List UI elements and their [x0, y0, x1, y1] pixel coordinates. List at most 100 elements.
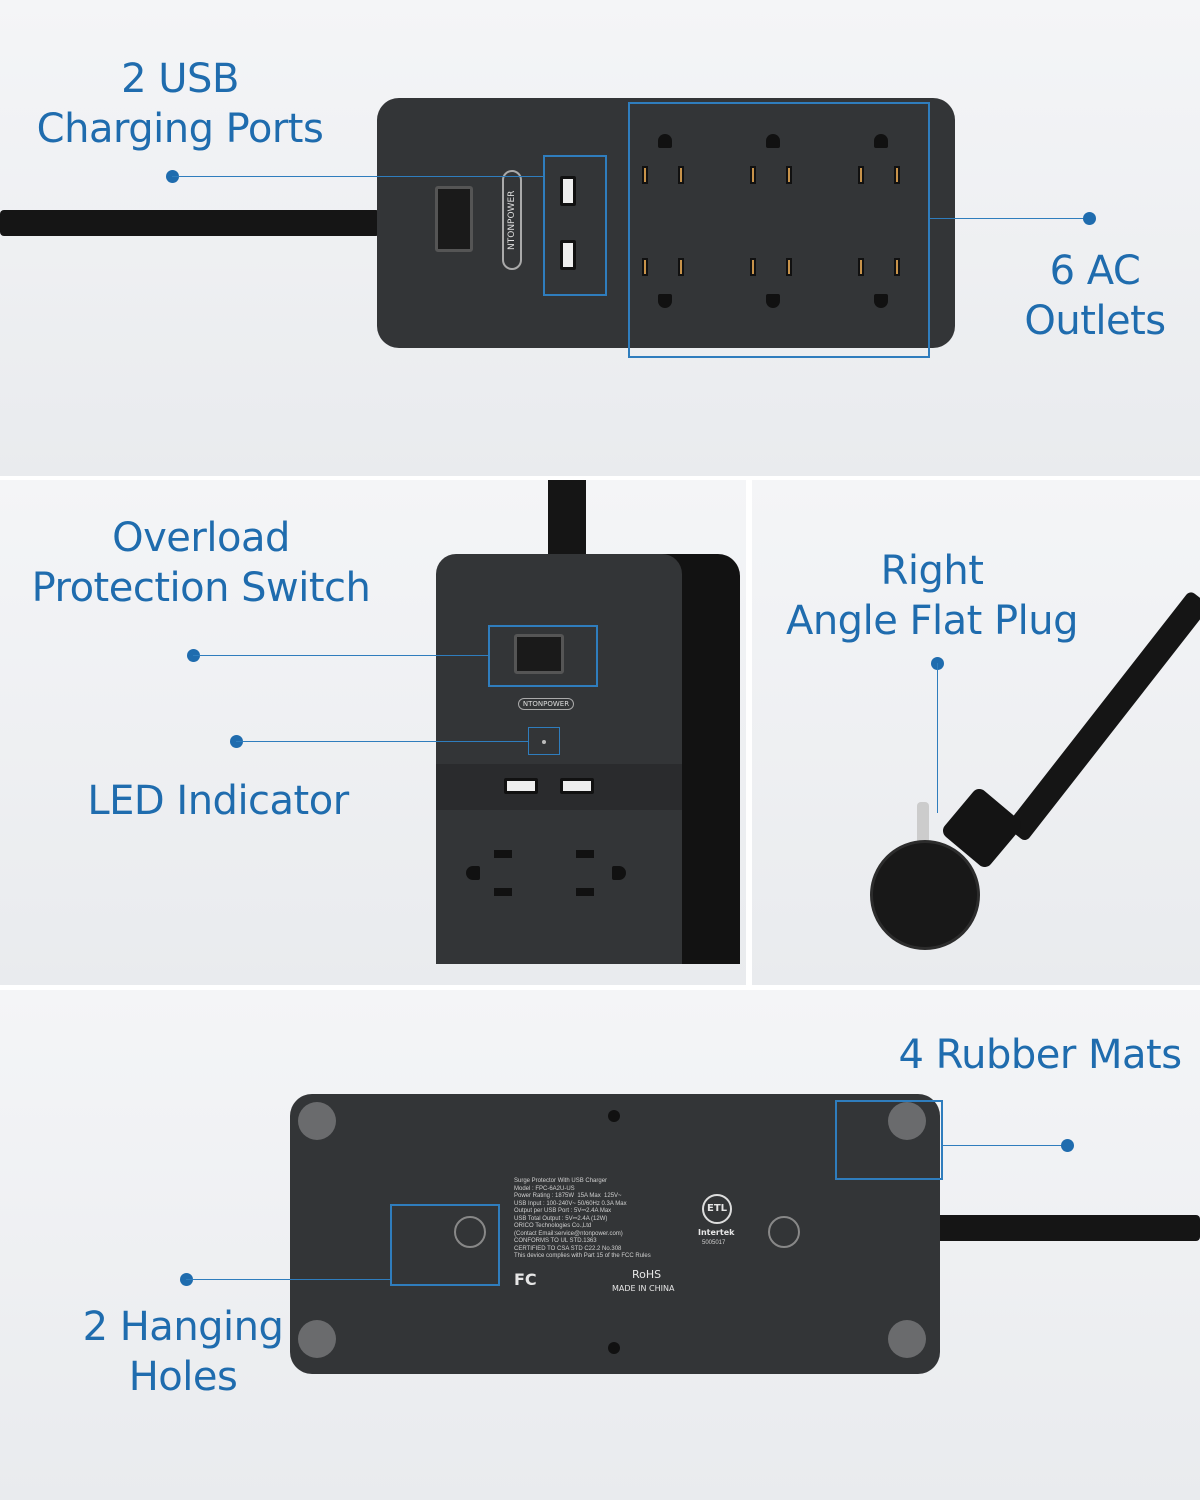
switch-pointer-line [193, 655, 488, 656]
mat-pointer-line [943, 1145, 1067, 1146]
etl-mark: ETL [702, 1194, 732, 1224]
ac-outlet[interactable] [640, 250, 700, 310]
outlet-slot [858, 258, 864, 276]
usb-port-front-2[interactable] [560, 778, 594, 794]
flat-plug [870, 840, 980, 950]
ac-outlet[interactable] [748, 250, 808, 310]
outlet-slot [894, 166, 900, 184]
usb-pointer-line [172, 176, 544, 177]
rubber-mat-2 [888, 1102, 926, 1140]
top-panel: 2 USB Charging Ports NTONPOWER 6 AC Outl… [0, 0, 1200, 476]
spec-line: Output per USB Port : 5V⎓2.4A Max [514, 1208, 612, 1214]
bottom-panel: 4 Rubber Mats Surge Protector With USB C… [0, 990, 1200, 1500]
intertek-text: Intertek [698, 1228, 735, 1237]
spec-line: (Contact Email:service@ntonpower.com) [514, 1230, 623, 1237]
spec-line: Surge Protector With USB Charger [514, 1178, 608, 1184]
usb-port-2[interactable] [560, 240, 576, 270]
ac-outlet[interactable] [856, 250, 916, 310]
spec-line: USB Input : 100-240V~ 50/60Hz 0.3A Max [514, 1200, 627, 1207]
outlet-slot [766, 134, 780, 148]
usb-port-1[interactable] [560, 176, 576, 206]
ac-outlet-front[interactable] [566, 844, 626, 904]
outlet-slot [494, 888, 512, 896]
outlet-slot [678, 166, 684, 184]
power-cord-top [548, 480, 586, 560]
ac-outlets-label-line2: Outlets [1024, 298, 1166, 344]
cert-number: 5005017 [702, 1240, 726, 1246]
middle-right-panel: Right Angle Flat Plug [752, 480, 1200, 985]
outlets-highlight-box [628, 102, 930, 358]
power-strip-front-view: NTONPOWER [436, 554, 682, 964]
outlet-slot [750, 166, 756, 184]
hole-pointer-line [186, 1279, 390, 1280]
led-pointer-line [236, 741, 528, 742]
spec-line: This device complies with Part 15 of the… [514, 1253, 651, 1259]
hanging-hole-2 [768, 1216, 800, 1248]
spec-line: Power Rating : 1875W 15A Max 125V~ [514, 1193, 622, 1199]
power-cord-bottom [930, 1215, 1200, 1241]
led-indicator [542, 740, 546, 744]
spec-line: ORICO Technologies Co.,Ltd [514, 1223, 592, 1229]
hanging-holes-label-line2: Holes [128, 1354, 238, 1400]
rubber-mat-1 [298, 1102, 336, 1140]
plug-pointer-line [937, 663, 938, 813]
overload-switch[interactable] [514, 634, 564, 674]
outlet-slot [874, 134, 888, 148]
power-cord [0, 210, 380, 236]
outlet-slot [658, 134, 672, 148]
middle-left-panel: Overload Protection Switch NTONPOWER LED… [0, 480, 746, 985]
fcc-mark: FC [514, 1270, 537, 1289]
outlet-slot [786, 258, 792, 276]
brand-badge-front: NTONPOWER [518, 698, 574, 710]
mat-pointer-dot [1061, 1139, 1074, 1152]
outlet-slot [750, 258, 756, 276]
origin-text: MADE IN CHINA [612, 1284, 675, 1293]
flat-plug-label-line1: Right [880, 548, 984, 594]
brand-badge: NTONPOWER [502, 170, 522, 270]
screw-bottom [608, 1342, 620, 1354]
outlet-slot [894, 258, 900, 276]
outlet-slot [642, 258, 648, 276]
flat-plug-label-line2: Angle Flat Plug [785, 598, 1079, 644]
led-highlight-box [528, 727, 560, 755]
plug-prong [917, 802, 929, 852]
outlets-pointer-line [930, 218, 1090, 219]
outlet-slot [642, 166, 648, 184]
spec-line: USB Total Output : 5V⎓2.4A (12W) [514, 1215, 608, 1222]
ac-outlet[interactable] [856, 132, 916, 192]
usb-band [436, 764, 682, 810]
led-indicator-label: LED Indicator [87, 778, 349, 824]
ac-outlets-label-line1: 6 AC [1049, 248, 1141, 294]
rohs-mark: RoHS [632, 1268, 662, 1281]
usb-ports-label: 2 USB Charging Ports [20, 54, 340, 154]
power-switch[interactable] [435, 186, 473, 252]
hole-highlight-box [390, 1204, 500, 1286]
usb-ports-label-line1: 2 USB [121, 56, 239, 102]
ac-outlets-label: 6 AC Outlets [1010, 246, 1180, 346]
spec-line: CERTIFIED TO CSA STD C22.2 No.308 [514, 1245, 622, 1252]
outlet-slot [678, 258, 684, 276]
screw-top [608, 1110, 620, 1122]
ac-outlet-front[interactable] [466, 844, 526, 904]
spec-line: CONFORMS TO UL STD.1363 [514, 1238, 597, 1244]
rubber-mats-label: 4 Rubber Mats [898, 1032, 1182, 1078]
overload-label-line2: Protection Switch [31, 565, 371, 611]
usb-ports-label-line2: Charging Ports [36, 106, 324, 152]
outlet-slot [466, 866, 480, 880]
spec-line: Model : FPC-6A2U-US [514, 1185, 575, 1192]
overload-label-line1: Overload [112, 515, 290, 561]
overload-switch-label: Overload Protection Switch [20, 513, 382, 613]
ac-outlet[interactable] [640, 132, 700, 192]
usb-port-front-1[interactable] [504, 778, 538, 794]
outlet-slot [494, 850, 512, 858]
ac-outlet[interactable] [748, 132, 808, 192]
usb-highlight-box [543, 155, 607, 296]
outlet-slot [786, 166, 792, 184]
hanging-holes-label-line1: 2 Hanging [82, 1304, 284, 1350]
outlet-slot [576, 850, 594, 858]
rubber-mat-3 [298, 1320, 336, 1358]
outlet-slot [858, 166, 864, 184]
hanging-holes-label: 2 Hanging Holes [70, 1302, 296, 1402]
outlet-slot [612, 866, 626, 880]
